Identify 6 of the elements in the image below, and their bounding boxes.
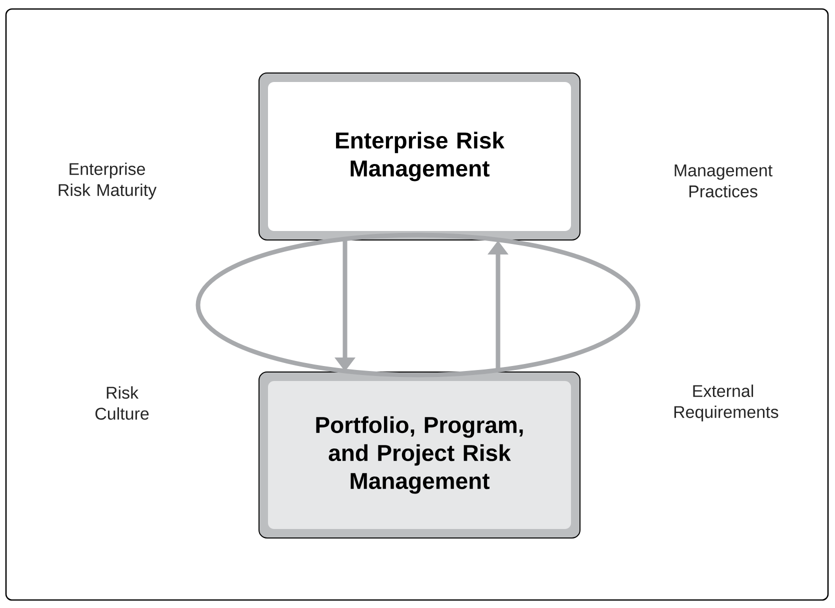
side-label: Enterprise Risk Maturity — [58, 162, 157, 200]
process-box: Enterprise Risk Management — [258, 72, 580, 240]
process-box: Portfolio, Program, and Project Risk Management — [258, 372, 580, 538]
side-label: External Requirements — [674, 384, 778, 422]
side-label: Risk Culture — [95, 386, 149, 420]
side-label: Management Practices — [674, 164, 772, 198]
